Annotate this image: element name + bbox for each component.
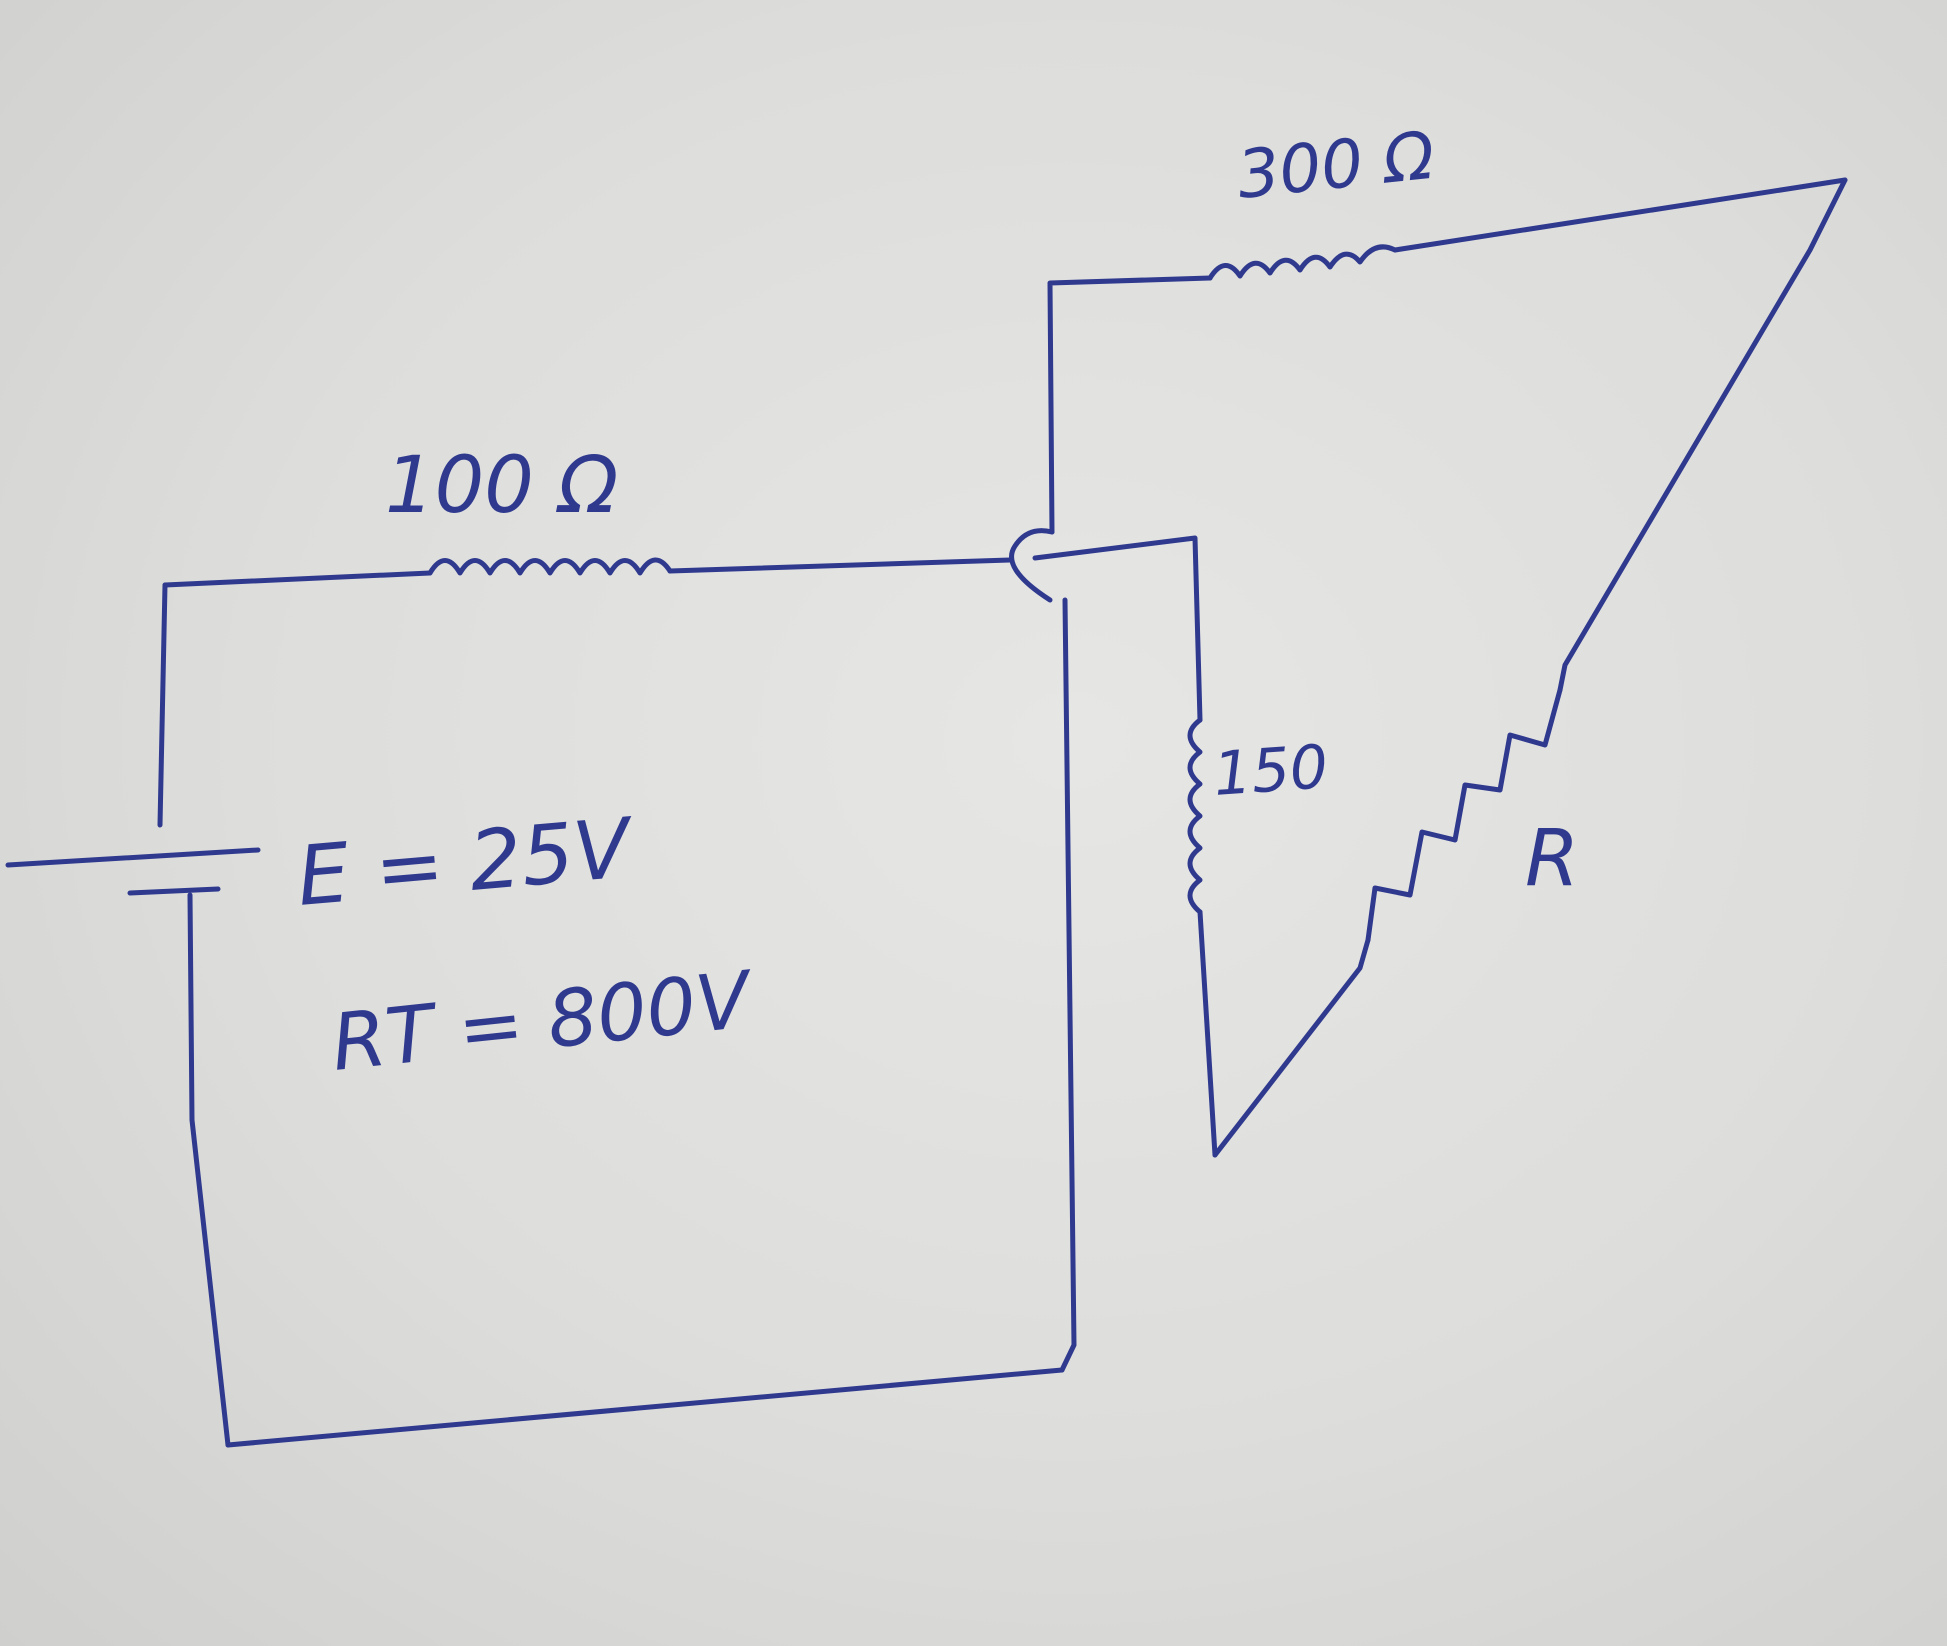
wire-150-down: [1197, 909, 1218, 1158]
battery-short-plate: [127, 886, 221, 896]
wire-up-to-top: [1047, 275, 1213, 535]
label-100-ohm: 100 Ω: [385, 441, 618, 531]
wire-junction-to-150: [1032, 535, 1203, 723]
resistor-100-ohm: [427, 557, 673, 576]
wire-crossover-hump: [1009, 528, 1055, 603]
wire-bottom: [225, 1367, 1065, 1448]
battery-long-plate: [5, 847, 261, 868]
wire-left-upper: [157, 582, 168, 828]
wire-right-vertical: [1059, 597, 1077, 1373]
wire-left-lower: [187, 892, 231, 1448]
label-150: 150: [1211, 732, 1330, 810]
wire-r-to-bottom: [1212, 937, 1371, 1158]
wire-top-right: [1392, 177, 1848, 253]
wire-top-left: [162, 570, 433, 588]
wire-top-to-junction: [667, 557, 1013, 574]
label-r: R: [1525, 814, 1579, 904]
label-emf: E = 25V: [293, 801, 638, 925]
label-total-resistance: RT = 800V: [328, 955, 759, 1089]
resistor-300-ohm: [1207, 244, 1398, 281]
wire-diagonal: [1557, 177, 1848, 693]
resistor-r: [1365, 687, 1563, 943]
label-300-ohm: 300 Ω: [1234, 117, 1438, 214]
resistor-150: [1187, 717, 1203, 915]
